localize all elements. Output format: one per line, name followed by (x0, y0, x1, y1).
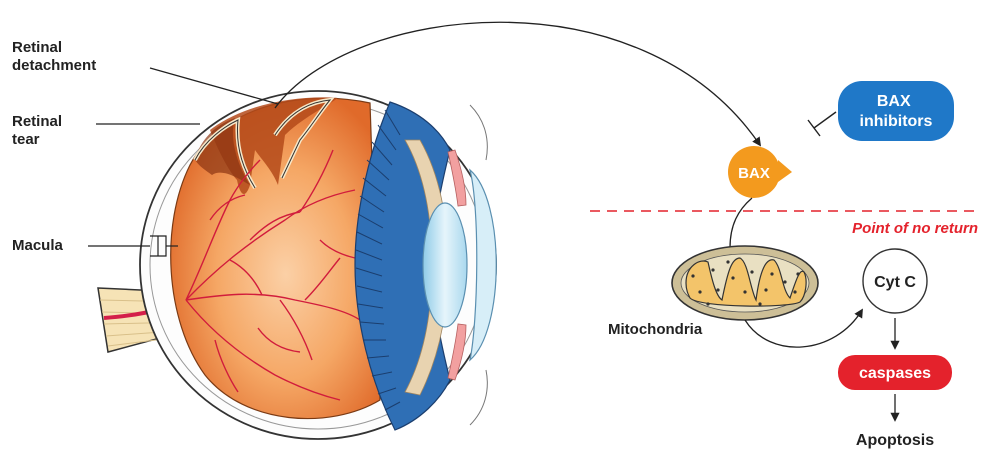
eye-anatomy-illustration (98, 91, 496, 439)
bax-to-mitochondria-line (730, 198, 752, 248)
bax-label: BAX (738, 165, 770, 182)
lens (423, 203, 467, 327)
retinal-tear-label: Retinal tear (12, 113, 66, 148)
bax-node: BAX (728, 146, 792, 198)
mitochondria-label: Mitochondria (608, 321, 703, 338)
inhibition-bar-icon (808, 112, 836, 136)
cyt-c-label: Cyt C (874, 274, 916, 291)
cyt-c-node: Cyt C (863, 249, 927, 313)
mitochondrion-icon (672, 246, 818, 320)
retinal-detachment-label: Retinal detachment (12, 39, 96, 74)
caspases-node: caspases (838, 355, 952, 390)
macula-label: Macula (12, 237, 64, 254)
point-of-no-return-label: Point of no return (852, 220, 978, 237)
retinal-detachment-leader (150, 68, 278, 104)
bax-inhibitors-box: BAX inhibitors (838, 81, 954, 141)
apoptosis-label: Apoptosis (856, 432, 934, 449)
caspases-label: caspases (859, 365, 931, 382)
